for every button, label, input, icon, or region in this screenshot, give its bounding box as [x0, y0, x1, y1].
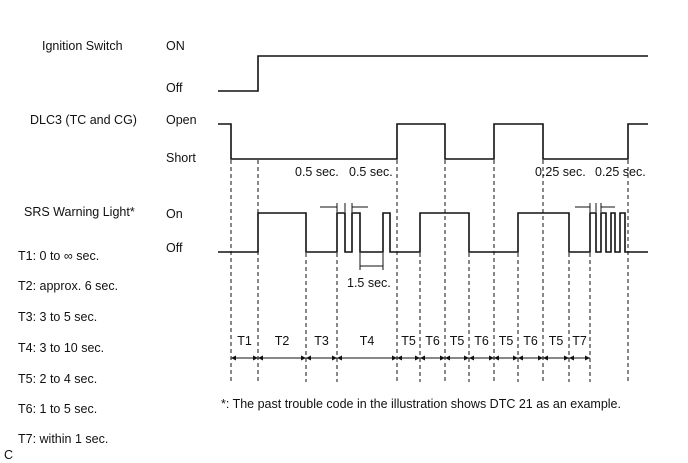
- interval-arrow: [585, 355, 590, 361]
- duration-t5: T5: 2 to 4 sec.: [18, 372, 97, 386]
- interval-arrow: [494, 355, 499, 361]
- interval-arrow: [543, 355, 548, 361]
- one-half-sec-bracket: [359, 253, 384, 270]
- half-sec-label-b: 0.5 sec.: [349, 165, 393, 179]
- interval-arrow: [569, 355, 574, 361]
- dlc3-open-level: Open: [166, 113, 197, 127]
- interval-label: T3: [314, 334, 329, 348]
- interval-arrow: [337, 355, 342, 361]
- srs-off-level: Off: [166, 241, 183, 255]
- interval-arrow: [464, 355, 469, 361]
- interval-arrow: [538, 355, 543, 361]
- quarter-sec-label-a: 0.25 sec.: [535, 165, 586, 179]
- interval-label: T5: [401, 334, 416, 348]
- ignition-off-level: Off: [166, 81, 183, 95]
- one-half-sec-label: 1.5 sec.: [347, 276, 391, 290]
- dlc3-waveform: [218, 123, 648, 160]
- interval-arrow: [231, 355, 236, 361]
- interval-arrow: [415, 355, 420, 361]
- footnote: *: The past trouble code in the illustra…: [221, 397, 621, 411]
- interval-arrow: [301, 355, 306, 361]
- interval-label: T6: [523, 334, 538, 348]
- duration-t7: T7: within 1 sec.: [18, 432, 108, 446]
- interval-arrow: [306, 355, 311, 361]
- duration-t6: T6: 1 to 5 sec.: [18, 402, 97, 416]
- interval-arrow: [445, 355, 450, 361]
- interval-arrow: [518, 355, 523, 361]
- figure-letter: C: [4, 448, 13, 462]
- duration-t2: T2: approx. 6 sec.: [18, 279, 118, 293]
- srs-on-level: On: [166, 207, 183, 221]
- interval-label: T4: [360, 334, 375, 348]
- pulse-width-markers-right: [575, 203, 615, 212]
- interval-arrow: [332, 355, 337, 361]
- srs-waveform: [218, 212, 648, 253]
- quarter-sec-label-b: 0.25 sec.: [595, 165, 646, 179]
- interval-arrow: [258, 355, 263, 361]
- interval-arrow: [420, 355, 425, 361]
- reference-dashed-lines: [230, 160, 629, 382]
- interval-label: T6: [425, 334, 440, 348]
- ignition-switch-label: Ignition Switch: [42, 39, 123, 53]
- interval-arrow: [469, 355, 474, 361]
- interval-arrow: [440, 355, 445, 361]
- interval-label: T2: [275, 334, 290, 348]
- interval-label: T5: [549, 334, 564, 348]
- interval-label: T5: [499, 334, 514, 348]
- dlc3-label: DLC3 (TC and CG): [30, 113, 137, 127]
- interval-label: T1: [237, 334, 252, 348]
- interval-arrow: [564, 355, 569, 361]
- interval-label: T7: [572, 334, 587, 348]
- interval-arrow: [392, 355, 397, 361]
- duration-t3: T3: 3 to 5 sec.: [18, 310, 97, 324]
- duration-t4: T4: 3 to 10 sec.: [18, 341, 104, 355]
- interval-arrow: [513, 355, 518, 361]
- interval-label: T6: [474, 334, 489, 348]
- interval-arrow: [489, 355, 494, 361]
- interval-label: T5: [450, 334, 465, 348]
- ignition-on-level: ON: [166, 39, 185, 53]
- interval-arrow: [397, 355, 402, 361]
- interval-arrow: [253, 355, 258, 361]
- srs-warning-light-label: SRS Warning Light*: [24, 205, 135, 219]
- ignition-waveform: [218, 55, 648, 92]
- dlc3-short-level: Short: [166, 151, 196, 165]
- half-sec-label-a: 0.5 sec.: [295, 165, 339, 179]
- duration-legend: T1: 0 to ∞ sec. T2: approx. 6 sec. T3: 3…: [18, 249, 118, 446]
- pulse-width-markers-left: [320, 203, 368, 212]
- duration-t1: T1: 0 to ∞ sec.: [18, 249, 99, 263]
- interval-row: T1 T2 T3 T4 T5 T6 T5 T6 T5 T6 T5 T7: [231, 334, 590, 361]
